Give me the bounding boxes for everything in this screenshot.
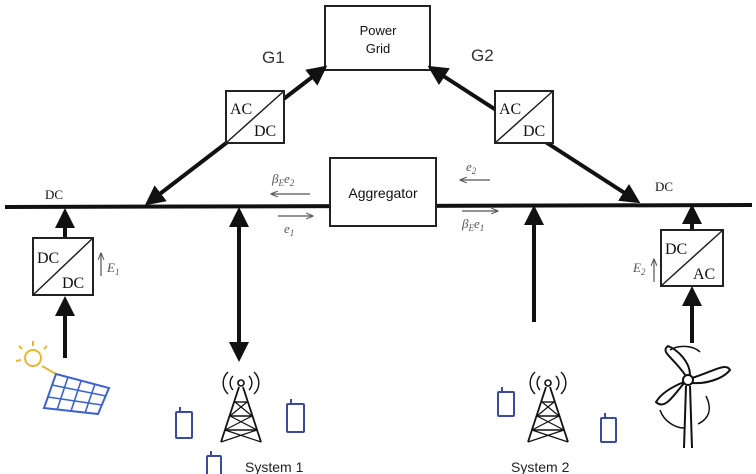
flow-label-e2: e2 <box>461 159 490 180</box>
energy-label-e1: E1 <box>101 254 119 277</box>
power-grid-label-line1: Power <box>360 23 398 38</box>
label-dc-left: DC <box>45 187 63 202</box>
converter-right-top-bottom: DC <box>523 123 545 140</box>
svg-text:E1: E1 <box>106 260 119 277</box>
flow-label-beta-e1: βEe1 <box>461 211 497 233</box>
converter-left-top-bottom: DC <box>254 123 276 140</box>
svg-text:βEe1: βEe1 <box>461 216 484 233</box>
cell-tower-icon <box>527 371 569 443</box>
label-g1: G1 <box>262 48 285 67</box>
cell-tower-icon <box>220 371 262 443</box>
mobile-device-icon <box>206 451 222 474</box>
solar-panel-icon <box>15 341 111 416</box>
aggregator-box: Aggregator <box>329 157 437 227</box>
converter-left-top-top: AC <box>230 101 252 118</box>
mobile-device-icon <box>600 413 617 443</box>
converter-right-bottom-top: DC <box>665 241 687 258</box>
converter-right-bottom: DC AC <box>660 229 724 287</box>
converter-left-bottom-bottom: DC <box>62 275 84 292</box>
label-g2: G2 <box>471 46 494 65</box>
svg-text:E2: E2 <box>632 260 646 277</box>
converter-right-bottom-bottom: AC <box>693 266 715 283</box>
wind-turbine-icon <box>654 344 732 449</box>
aggregator-label: Aggregator <box>348 185 418 201</box>
converter-right-top-top: AC <box>499 101 521 118</box>
converter-right-top: AC DC <box>494 90 554 144</box>
flow-label-e1: e1 <box>278 216 312 238</box>
energy-label-e2: E2 <box>632 260 654 282</box>
mobile-device-icon <box>175 407 193 439</box>
power-grid-label-line2: Grid <box>366 41 391 56</box>
svg-text:βEe2: βEe2 <box>271 171 295 188</box>
converter-left-bottom-top: DC <box>37 250 59 267</box>
converter-left-bottom: DC DC <box>32 237 94 296</box>
label-dc-right: DC <box>655 179 673 194</box>
mobile-device-icon <box>497 387 515 417</box>
svg-text:e2: e2 <box>466 159 477 176</box>
svg-text:e1: e1 <box>284 221 294 238</box>
label-system1: System 1 <box>245 459 304 474</box>
converter-left-top: AC DC <box>225 90 285 144</box>
label-system2: System 2 <box>511 459 570 474</box>
flow-label-beta-e2: βEe2 <box>271 171 310 194</box>
power-grid-box: Power Grid <box>324 5 431 71</box>
mobile-device-icon <box>286 399 305 433</box>
